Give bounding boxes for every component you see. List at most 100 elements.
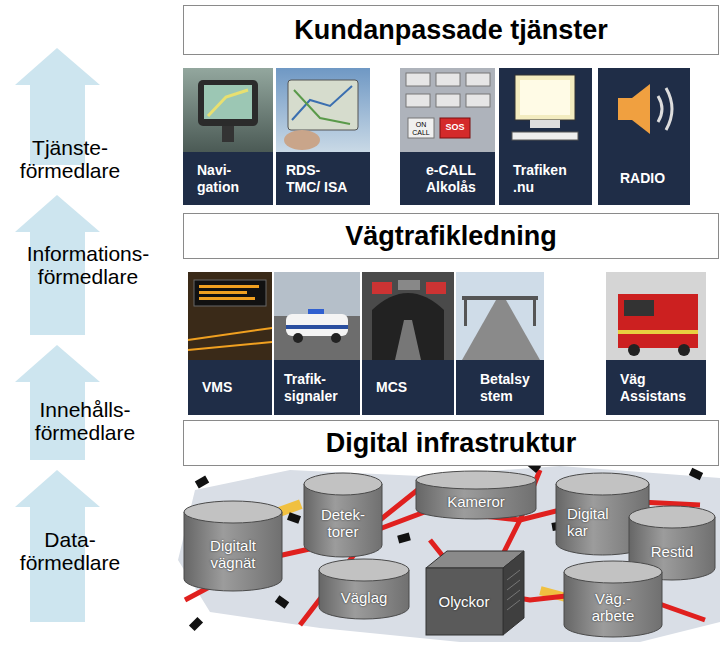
node-text: VMS	[202, 379, 232, 395]
box-vent	[507, 580, 520, 590]
text-holder: Väg.- arbete	[563, 584, 663, 631]
radio-speaker-photo	[632, 84, 650, 134]
heading-band: Kundanpassade tjänster	[183, 5, 719, 55]
text-holder: Kameror	[415, 490, 537, 514]
road-toll-photo	[456, 272, 544, 360]
road-network	[185, 470, 705, 625]
tile-frames	[183, 68, 273, 205]
road-network	[178, 466, 720, 642]
vms-photo	[199, 285, 259, 288]
text-holder: Digitalt vägnät	[183, 524, 283, 585]
text-holder: Väg Assistans	[606, 360, 706, 415]
node-text: Betalsy stem	[480, 371, 538, 403]
road-network	[178, 459, 720, 642]
ecall-keypad-photo	[440, 118, 470, 138]
radio-speaker-photo	[666, 88, 672, 130]
navigation-photo	[198, 80, 258, 126]
key-label: ON CALL	[408, 121, 434, 136]
service-tile: Navi- gation	[183, 152, 273, 205]
tile-frames	[456, 272, 544, 415]
police-car-photo	[274, 272, 360, 360]
tunnel-photo	[362, 272, 454, 360]
node-text: RADIO	[620, 170, 665, 186]
tunnel-photo	[395, 320, 421, 360]
service-tile: Trafik- signaler	[274, 360, 360, 415]
ecall-keypad-photo	[466, 73, 490, 86]
text-holder: Kundanpassade tjänster	[184, 6, 718, 54]
node-text: Kundanpassade tjänster	[294, 15, 608, 46]
service-tile: Väg Assistans	[606, 360, 706, 415]
node-text: Olyckor	[439, 593, 490, 610]
computer-photo	[512, 75, 578, 140]
fire-truck-photo	[678, 344, 690, 356]
server-box: Olyckor	[425, 550, 525, 636]
tile-frames	[400, 68, 495, 205]
computer-photo	[515, 75, 575, 120]
navigation-photo	[204, 85, 252, 119]
road-toll-photo	[456, 272, 544, 360]
rds-tmc-photo	[276, 68, 370, 152]
road-network	[195, 476, 209, 489]
text-holder: MCS	[362, 360, 454, 415]
rds-tmc-photo	[294, 90, 350, 124]
node-text: e-CALL Alkolås	[426, 162, 488, 194]
box-front	[426, 568, 503, 635]
box-vent	[507, 600, 520, 610]
radio-speaker-photo	[618, 84, 672, 134]
police-car-photo	[293, 333, 303, 343]
box-side	[503, 551, 524, 635]
ecall-keypad-photo	[408, 118, 434, 138]
layer-label: Informations- förmedlare	[0, 242, 176, 288]
navigation-photo	[183, 68, 273, 152]
navigation-photo	[208, 90, 248, 116]
text-holder: Trafiken .nu	[499, 152, 592, 205]
vms-photo	[188, 272, 272, 360]
ecall-keypad-photo	[466, 94, 490, 107]
rds-tmc-photo	[276, 68, 370, 152]
tile-frames	[276, 68, 370, 205]
tile-frames	[598, 68, 690, 205]
node-text: Digital kar	[567, 505, 619, 540]
box-vent	[507, 570, 520, 580]
box-outline	[425, 550, 525, 636]
rds-tmc-photo	[284, 130, 320, 150]
service-tile: RADIO	[598, 152, 690, 205]
cylinder-top	[556, 473, 649, 495]
node-text: Navi- gation	[197, 162, 252, 194]
road-network	[300, 480, 430, 625]
service-tile: MCS	[362, 360, 454, 415]
police-car-photo	[331, 333, 341, 343]
node-text: Väg Assistans	[620, 371, 692, 403]
tunnel-photo	[362, 272, 454, 360]
radio-speaker-photo	[618, 98, 632, 120]
node-text: Trafiken .nu	[513, 162, 583, 194]
fire-truck-photo	[618, 330, 698, 334]
node-text: MCS	[376, 379, 407, 395]
road-toll-photo	[462, 296, 538, 300]
tunnel-photo	[426, 282, 446, 294]
node-text: Väg.- arbete	[585, 590, 641, 625]
vms-photo	[188, 272, 272, 360]
node-text: Kameror	[447, 493, 505, 510]
text-holder: Betalsy stem	[456, 360, 544, 415]
node-text: Väglag	[341, 589, 388, 606]
ecall-keypad-photo	[436, 73, 460, 86]
tunnel-photo	[372, 293, 444, 360]
heading-band: Digital infrastruktur	[183, 420, 719, 466]
rds-tmc-photo	[288, 80, 358, 130]
node-text: Digitalt vägnät	[198, 537, 268, 572]
text-holder: e-CALL Alkolås	[400, 152, 495, 205]
layer-label: Tjänste- förmedlare	[0, 136, 140, 182]
ecall-keypad-photo	[436, 94, 460, 107]
vms-photo	[194, 280, 266, 306]
text-holder: VMS	[188, 360, 272, 415]
tile-frames	[362, 272, 454, 415]
rds-tmc-photo	[292, 86, 352, 120]
road-toll-photo	[533, 296, 536, 326]
text-holder: Vägtrafikledning	[184, 214, 718, 258]
cylinder-top	[629, 506, 715, 528]
box-vent	[507, 590, 520, 600]
text-holder: Trafik- signaler	[274, 360, 360, 415]
fire-truck-photo	[606, 272, 706, 360]
